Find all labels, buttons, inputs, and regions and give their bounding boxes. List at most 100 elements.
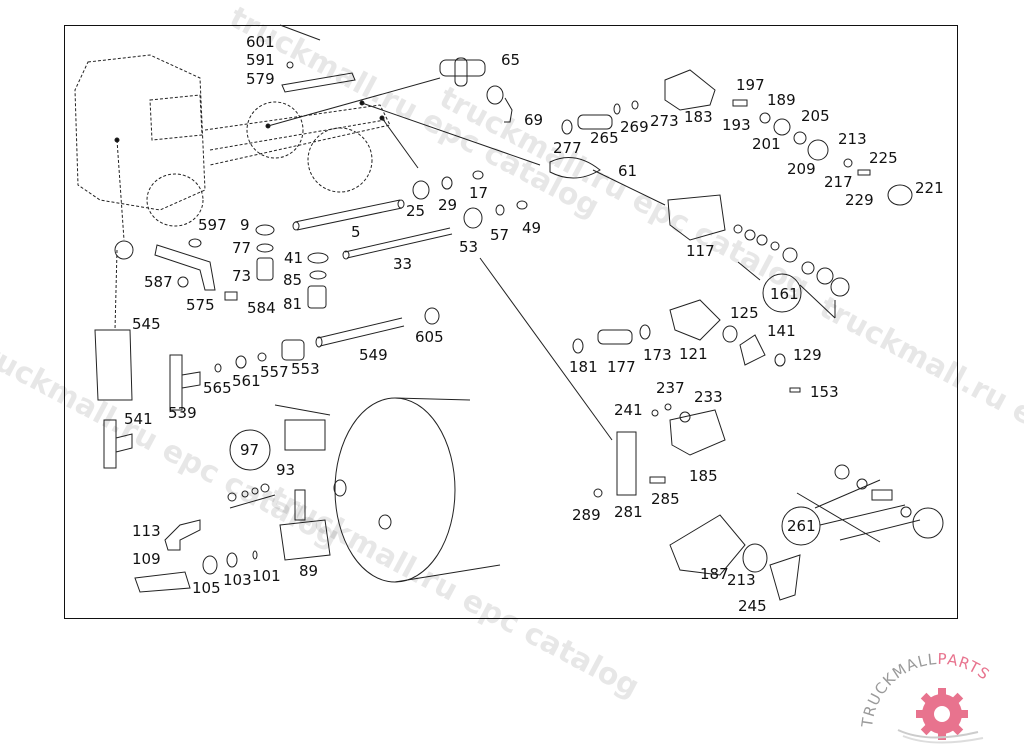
callout-281: 281	[614, 503, 643, 521]
logo-text-accent: PARTS	[937, 652, 993, 684]
callout-177: 177	[607, 358, 636, 376]
callout-241: 241	[614, 401, 643, 419]
part-17	[472, 170, 484, 180]
callout-561: 561	[232, 372, 261, 390]
callout-9: 9	[240, 216, 250, 234]
part-9	[255, 224, 275, 236]
part-113	[164, 519, 201, 551]
callout-591: 591	[246, 51, 275, 69]
callout-17: 17	[469, 184, 489, 202]
callout-605: 605	[415, 328, 444, 346]
diagram-frame	[64, 25, 958, 619]
part-183	[664, 69, 716, 111]
callout-587: 587	[144, 273, 173, 291]
callout-187: 187	[700, 565, 729, 583]
kit-97-circle	[229, 429, 271, 471]
callout-5: 5	[351, 223, 361, 241]
part-217	[843, 158, 853, 168]
part-181	[572, 338, 584, 354]
part-197	[732, 99, 748, 107]
callout-285: 285	[651, 490, 680, 508]
callout-209: 209	[787, 160, 816, 178]
truckmall-parts-logo[interactable]: TRUCKMALLPARTS	[858, 650, 1018, 748]
kit-97-small-parts	[227, 483, 276, 509]
part-273	[631, 100, 639, 110]
callout-85: 85	[283, 271, 303, 289]
callout-213b: 213	[727, 571, 756, 589]
marker-dot	[114, 137, 120, 143]
callout-29: 29	[438, 196, 458, 214]
part-221	[887, 184, 913, 206]
gear-logo-icon: TRUCKMALLPARTS	[858, 650, 993, 744]
callout-25: 25	[406, 202, 426, 220]
callout-181: 181	[569, 358, 598, 376]
part-121	[669, 299, 721, 341]
part-285	[649, 476, 666, 484]
callout-201: 201	[752, 135, 781, 153]
part-597	[188, 238, 202, 248]
callout-81: 81	[283, 295, 303, 313]
callout-545: 545	[132, 315, 161, 333]
callout-105: 105	[192, 579, 221, 597]
part-591	[286, 61, 294, 69]
truck-illustration	[74, 54, 391, 331]
callout-565: 565	[203, 379, 232, 397]
part-103	[226, 552, 238, 568]
part-289	[593, 488, 603, 498]
part-269	[613, 103, 621, 115]
callout-539: 539	[168, 404, 197, 422]
callout-289: 289	[572, 506, 601, 524]
callout-185: 185	[689, 467, 718, 485]
part-185	[669, 409, 726, 456]
part-85	[309, 270, 327, 280]
callout-277: 277	[553, 139, 582, 157]
part-49	[516, 200, 528, 210]
callout-61: 61	[618, 162, 638, 180]
part-539	[169, 354, 201, 411]
part-25	[412, 180, 430, 200]
part-73	[256, 257, 274, 281]
callout-221: 221	[915, 179, 944, 197]
tank-fitting	[333, 479, 347, 497]
part-561	[235, 355, 247, 369]
part-81	[307, 285, 327, 309]
callout-579: 579	[246, 70, 275, 88]
part-117	[667, 194, 726, 241]
part-177	[597, 329, 633, 345]
part-233	[679, 411, 691, 423]
callout-265: 265	[590, 129, 619, 147]
part-93	[274, 404, 331, 451]
part-29	[441, 176, 453, 190]
callout-601: 601	[246, 33, 275, 51]
part-125	[722, 325, 738, 343]
callout-225: 225	[869, 149, 898, 167]
callout-269: 269	[620, 118, 649, 136]
part-545	[94, 329, 133, 401]
part-173	[639, 324, 651, 340]
part-277	[561, 119, 573, 135]
callout-69: 69	[524, 111, 544, 129]
kit-261-circle	[781, 506, 821, 546]
part-579	[281, 72, 356, 93]
part-201	[773, 118, 791, 136]
callout-233: 233	[694, 388, 723, 406]
part-575	[154, 244, 216, 291]
callout-33: 33	[393, 255, 413, 273]
part-281	[616, 431, 637, 496]
part-209	[807, 139, 829, 161]
callout-49: 49	[522, 219, 542, 237]
kit-161-circle	[762, 273, 802, 313]
callout-103: 103	[223, 571, 252, 589]
callout-197: 197	[736, 76, 765, 94]
part-241	[651, 409, 659, 417]
part-57	[495, 204, 505, 216]
part-557	[257, 352, 267, 362]
callout-237: 237	[656, 379, 685, 397]
callout-557: 557	[260, 363, 289, 381]
part-565	[214, 363, 222, 373]
part-109	[134, 571, 191, 593]
part-105	[202, 555, 218, 575]
part-237	[664, 403, 672, 411]
part-265	[577, 114, 613, 130]
part-41	[307, 252, 329, 264]
